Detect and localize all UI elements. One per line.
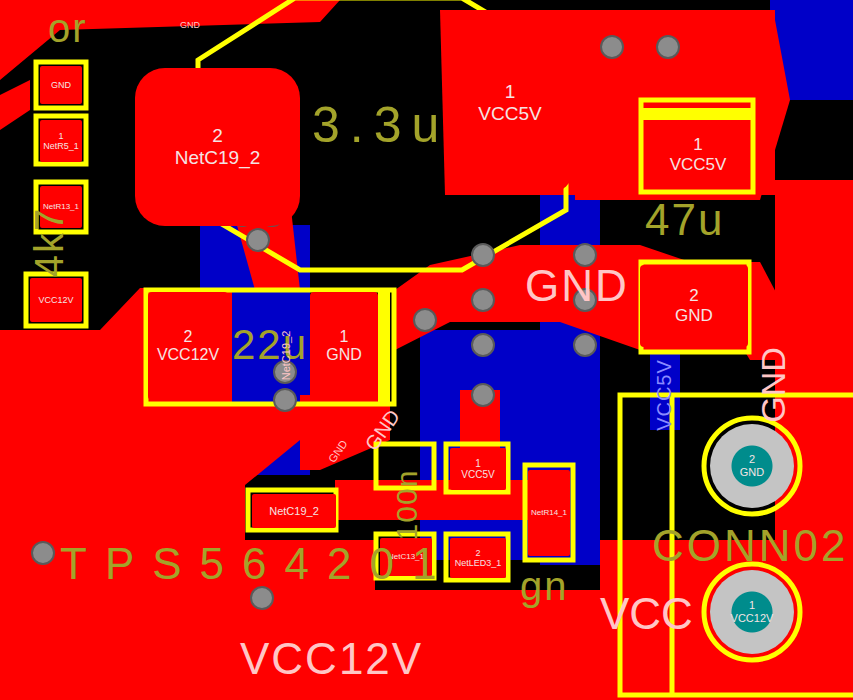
net-name: GND (756, 347, 790, 423)
net-name: VCC12V (157, 346, 219, 364)
copper-pad: NetR14_1 (528, 470, 570, 556)
silk-label: or (48, 8, 88, 48)
pin-number: 1 (505, 81, 516, 103)
resistor-value: 4k7 (29, 207, 69, 278)
copper-pad: GND (40, 66, 82, 104)
net-name: GND (525, 264, 629, 308)
net-name: GND (740, 466, 764, 479)
net-name: NetC19_2 (269, 505, 319, 518)
net-name: GND (675, 306, 713, 326)
part-name: TPS564201 (60, 542, 454, 586)
connector-pad: 1VCC12V (710, 570, 794, 654)
net-name: GND (180, 21, 200, 30)
net-name: NetLED3_1 (455, 558, 502, 568)
copper-pad: 2VCC12V (148, 292, 228, 400)
net-name: VCC12V (38, 295, 73, 305)
copper-pad: VCC12V (30, 278, 82, 322)
copper-pad: 1VCC5V (445, 10, 575, 195)
net-name: VCC5V (654, 359, 674, 431)
capacitor-value: 100n (392, 470, 422, 541)
copper-pad: 2NetLED3_1 (450, 538, 506, 578)
silk-label: gn (520, 566, 569, 606)
pin-number: 2 (212, 125, 223, 147)
capacitor-value: 47u (645, 198, 724, 242)
net-name: NetR5_1 (43, 141, 79, 151)
net-name: VCC12V (731, 612, 774, 625)
net-name: GND (326, 346, 362, 364)
pin-number: 2 (689, 286, 698, 306)
net-name: NetC19_2 (281, 331, 292, 381)
copper-pad: NetC19_2 (252, 494, 336, 528)
copper-pad: 1VCC5V (648, 122, 748, 188)
capacitor-value: 22u (232, 324, 308, 366)
net-name: VCC5V (670, 155, 727, 175)
copper-pad: 2GND (640, 265, 748, 347)
copper-pad: 1VCC5V (450, 448, 506, 490)
copper-pad: 1NetR5_1 (40, 120, 82, 162)
bottom-copper (200, 0, 853, 565)
inductor-value: 3.3u (312, 100, 449, 150)
net-name: NetC19_2 (175, 147, 261, 169)
silkscreen (26, 0, 853, 695)
pin-number: 1 (749, 599, 755, 612)
pin-number: 1 (58, 131, 63, 141)
pin-number: 2 (475, 548, 480, 558)
via (32, 36, 679, 609)
net-name: VCC5V (461, 469, 494, 481)
net-name: NetR14_1 (531, 508, 567, 517)
net-name: VCC5V (478, 103, 541, 125)
pin-number: 1 (475, 458, 481, 470)
connector-pad: 2GND (710, 424, 794, 508)
pin-number: 2 (749, 453, 755, 466)
pin-number: 2 (184, 328, 193, 346)
copper-pad: 2NetC19_2 (135, 68, 300, 226)
pin-number: 1 (340, 328, 349, 346)
copper-pad: 1GND (310, 292, 378, 400)
part-name: CONN02 (652, 524, 849, 568)
net-name: GND (51, 80, 71, 90)
net-name: VCC12V (240, 637, 423, 681)
net-name: VCC (600, 592, 693, 636)
pin-number: 1 (693, 135, 702, 155)
